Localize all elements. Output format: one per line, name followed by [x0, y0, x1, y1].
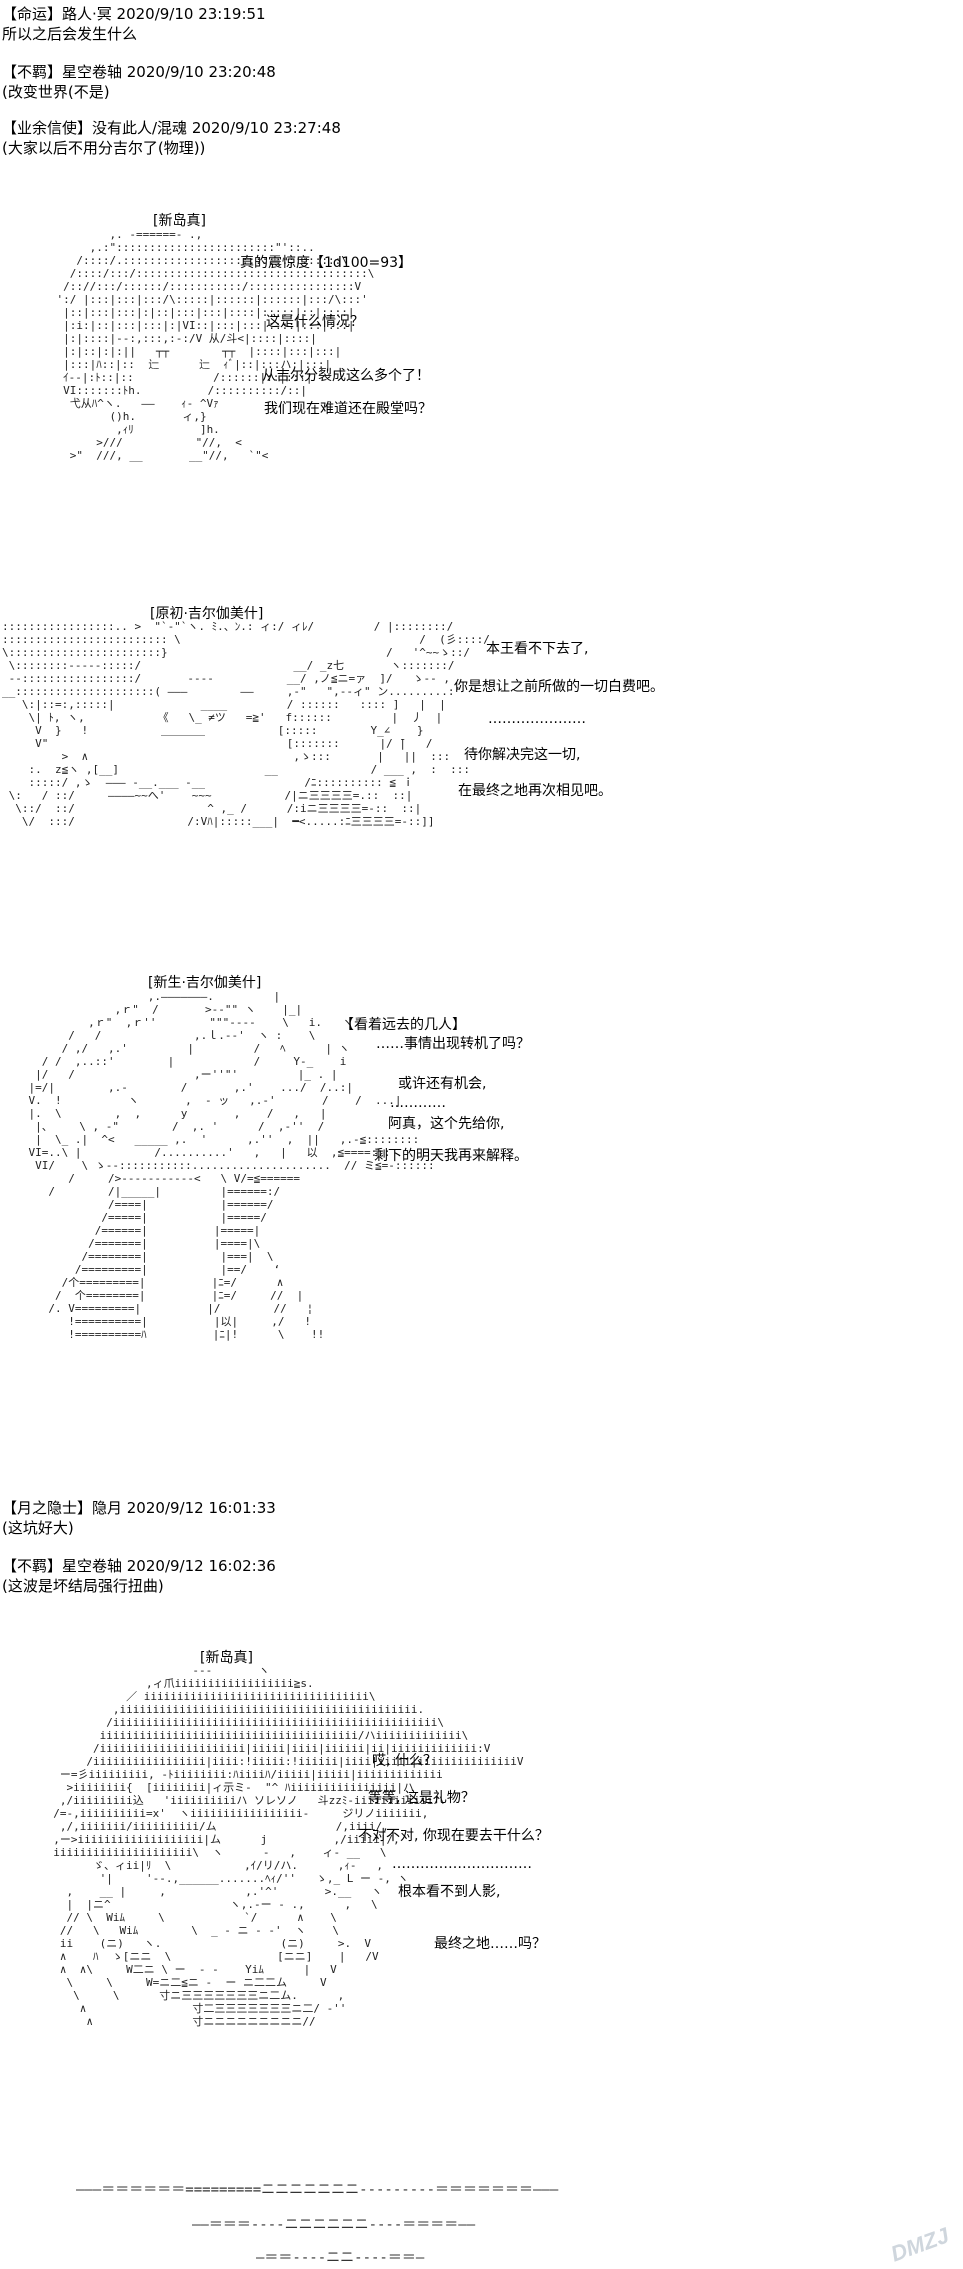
comment-header: 【不羁】星空卷轴 2020/9/12 16:02:36 — [2, 1557, 276, 1575]
ascii-art-gilgamesh-new: ,.———————. | ,ｒ" / >-‐"" ヽ |_| ,ｒ" ,ｒ'' … — [28, 990, 435, 1341]
dialogue-line: 阿真，这个先给你, — [388, 1116, 505, 1132]
dialogue-line: 剩下的明天我再来解释。 — [374, 1148, 528, 1164]
dialogue-line: 待你解决完这一切, — [464, 747, 581, 763]
comment-1: 【命运】路人·冥 2020/9/10 23:19:51 所以之后会发生什么 — [2, 4, 266, 44]
separator-line-3: —＝＝----ニニ----＝＝— — [256, 2250, 425, 2266]
dialogue-line: 【看着远去的几人】 — [340, 1017, 466, 1033]
dialogue-line: 最终之地……吗？ — [434, 1936, 546, 1952]
comment-body: (这坑好大) — [2, 1519, 74, 1537]
dialogue-line: 真的震惊度【1d100=93】 — [240, 255, 413, 271]
comment-4: 【月之隐士】隐月 2020/9/12 16:01:33 (这坑好大) — [2, 1498, 276, 1538]
comment-header: 【不羁】星空卷轴 2020/9/10 23:20:48 — [2, 63, 276, 81]
dialogue-line: ………… — [390, 1095, 446, 1111]
separator-line-2: ——＝＝＝----ニニニニニニ----＝＝＝＝—— — [192, 2217, 476, 2233]
ascii-art-makoto-1: ,. -======- ., ,.:":::::::::::::::::::::… — [56, 228, 375, 462]
dialogue-line: 这是什么情况？ — [266, 314, 364, 330]
dialogue-line: 在最终之地再次相见吧。 — [458, 783, 612, 799]
comment-header: 【月之隐士】隐月 2020/9/12 16:01:33 — [2, 1499, 276, 1517]
character-label: [新生·吉尔伽美什] — [148, 975, 262, 991]
dialogue-line: 等等, 这是礼物？ — [368, 1790, 475, 1806]
character-label: [原初·吉尔伽美什] — [150, 606, 264, 622]
comment-body: (大家以后不用分吉尔了(物理)) — [2, 139, 206, 157]
comment-header: 【业余信使】没有此人/混魂 2020/9/10 23:27:48 — [2, 119, 341, 137]
comment-3: 【业余信使】没有此人/混魂 2020/9/10 23:27:48 (大家以后不用… — [2, 118, 341, 158]
dialogue-line: 从吉尔分裂成这么多个了！ — [262, 368, 430, 384]
dialogue-line: 哎, 什么？ — [372, 1753, 437, 1769]
dialogue-line: ……事情出现转机了吗？ — [376, 1036, 530, 1052]
comment-5: 【不羁】星空卷轴 2020/9/12 16:02:36 (这波是坏结局强行扭曲) — [2, 1556, 276, 1596]
dialogue-line: 你是想让之前所做的一切白费吧。 — [454, 679, 664, 695]
site-watermark-logo: DMZJ — [887, 2222, 953, 2267]
comment-body: (这波是坏结局强行扭曲) — [2, 1577, 164, 1595]
comment-body: 所以之后会发生什么 — [2, 25, 138, 43]
comment-body: (改变世界(不是) — [2, 83, 110, 101]
comment-header: 【命运】路人·冥 2020/9/10 23:19:51 — [2, 5, 266, 23]
ascii-art-makoto-2: --- ヽ ,ィ爪iiiiiiiiiiiiiiiiii≧s. ／ iiiiiii… — [53, 1664, 524, 2028]
separator-line-1: ———＝＝＝＝＝＝=========ニニニニニニニ---------＝＝＝＝＝＝… — [76, 2182, 559, 2198]
comment-2: 【不羁】星空卷轴 2020/9/10 23:20:48 (改变世界(不是) — [2, 62, 276, 102]
dialogue-line: 或许还有机会, — [398, 1076, 487, 1092]
character-label: [新岛真] — [153, 213, 206, 229]
dialogue-line: ………………… — [488, 711, 586, 727]
ascii-art-gilgamesh-original: :::::::::::::::::.. > "`-"`ヽ. ﾐ.、ﾝ.: ィ:/… — [2, 620, 490, 828]
dialogue-line: 本王看不下去了, — [486, 641, 589, 657]
dialogue-line: ………………………… — [392, 1856, 532, 1872]
dialogue-line: 不对不对, 你现在要去干什么？ — [358, 1828, 549, 1844]
dialogue-line: 根本看不到人影, — [398, 1884, 501, 1900]
character-label: [新岛真] — [200, 1650, 253, 1666]
dialogue-line: 我们现在难道还在殿堂吗？ — [264, 401, 432, 417]
